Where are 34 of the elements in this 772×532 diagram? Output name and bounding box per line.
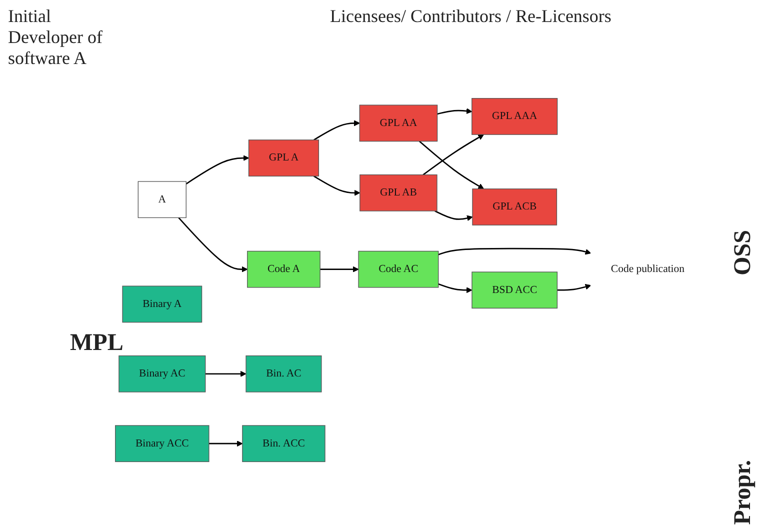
node-box: GPL A: [248, 140, 320, 176]
arrow: [422, 134, 484, 176]
node-box: Bin. ACC: [242, 425, 326, 462]
region-label: Propr.: [730, 460, 757, 525]
node-text: Code publication: [610, 263, 685, 275]
node-box: Binary A: [122, 286, 202, 323]
node-box: BSD ACC: [472, 272, 558, 308]
node-box: Code A: [247, 250, 320, 288]
arrow: [557, 284, 592, 291]
arrow: [178, 217, 248, 272]
node-box: Binary AC: [118, 355, 206, 392]
arrow: [208, 440, 243, 447]
node-box: Binary ACC: [115, 425, 210, 462]
node-box: GPL AAA: [472, 98, 558, 135]
arrow: [186, 155, 250, 184]
node-box: GPL AB: [360, 174, 438, 212]
node-box: GPL AA: [359, 104, 438, 142]
arrow: [438, 248, 592, 256]
node-box: A: [138, 181, 186, 218]
node-box: Bin. AC: [246, 355, 322, 392]
node-box: Code AC: [358, 250, 439, 288]
arrow: [438, 283, 472, 293]
column-heading: Licensees/ Contributors / Re-Licensors: [330, 6, 612, 27]
license-label: MPL: [70, 330, 120, 357]
arrow: [434, 210, 473, 222]
arrow: [314, 120, 360, 140]
column-heading: Initial Developer of software A: [8, 6, 104, 69]
region-label: OSS: [730, 230, 757, 276]
arrow: [314, 176, 360, 196]
node-box: GPL ACB: [472, 188, 558, 226]
arrow: [205, 370, 246, 377]
arrow: [320, 266, 359, 272]
arrow: [418, 140, 484, 190]
arrow: [437, 108, 472, 115]
